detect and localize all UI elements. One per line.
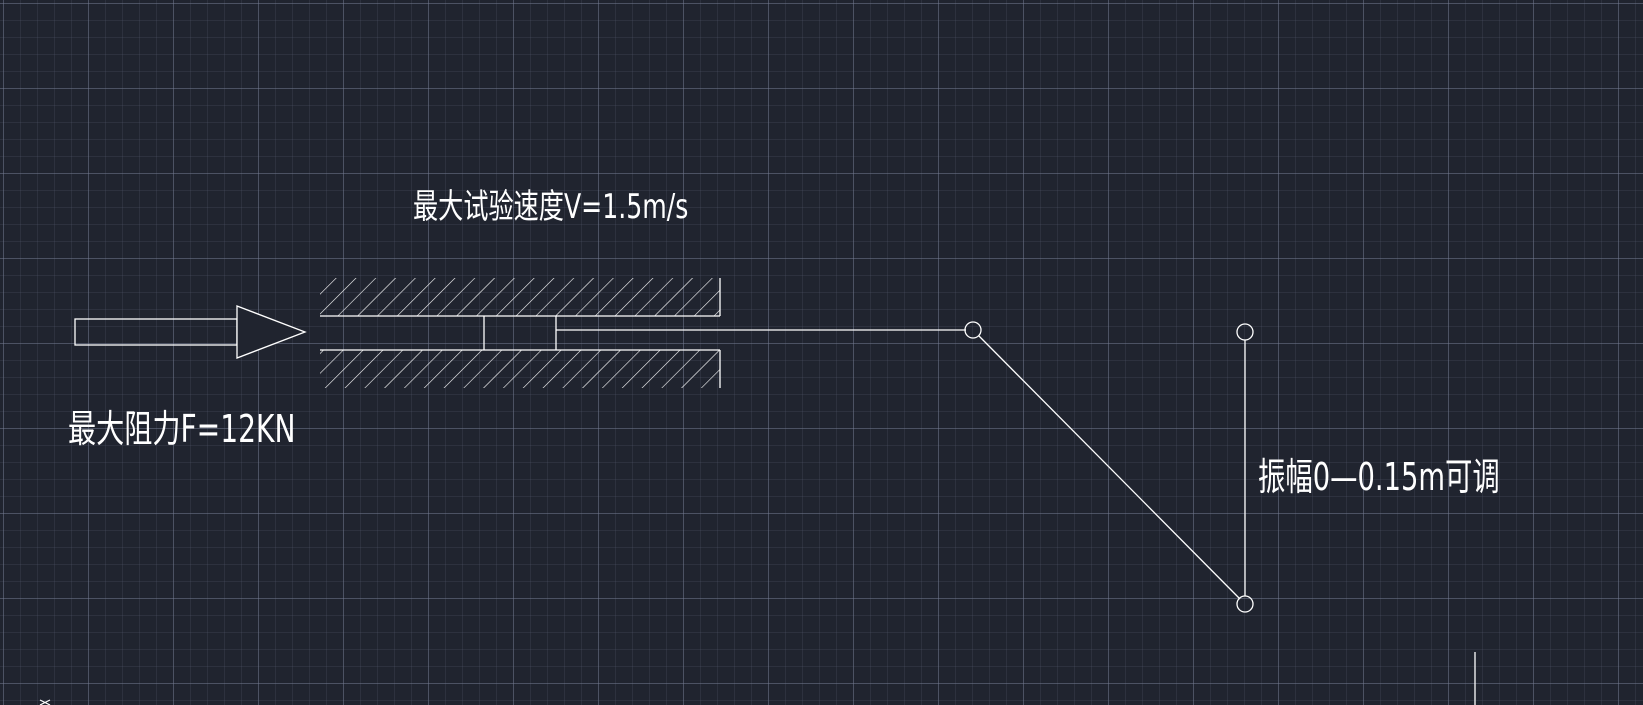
arrow-head bbox=[236, 305, 307, 359]
damper-cylinder bbox=[320, 278, 721, 388]
arrow-shaft bbox=[74, 318, 238, 346]
crank-pin bbox=[1236, 595, 1254, 613]
force-arrow bbox=[74, 305, 307, 359]
rod-joint bbox=[964, 321, 982, 339]
test-speed-label: 最大试验速度V=1.5m/s bbox=[413, 187, 689, 227]
lower-housing-hatch bbox=[320, 350, 720, 388]
crank-linkage bbox=[556, 321, 1254, 613]
upper-housing-hatch bbox=[320, 278, 720, 316]
coordinate-origin-mark bbox=[39, 699, 51, 705]
resistance-force-label: 最大阻力F=12KN bbox=[68, 407, 296, 451]
amplitude-label: 振幅0—0.15m可调 bbox=[1258, 455, 1500, 499]
crank-center bbox=[1236, 323, 1254, 341]
connecting-rod bbox=[978, 335, 1241, 600]
